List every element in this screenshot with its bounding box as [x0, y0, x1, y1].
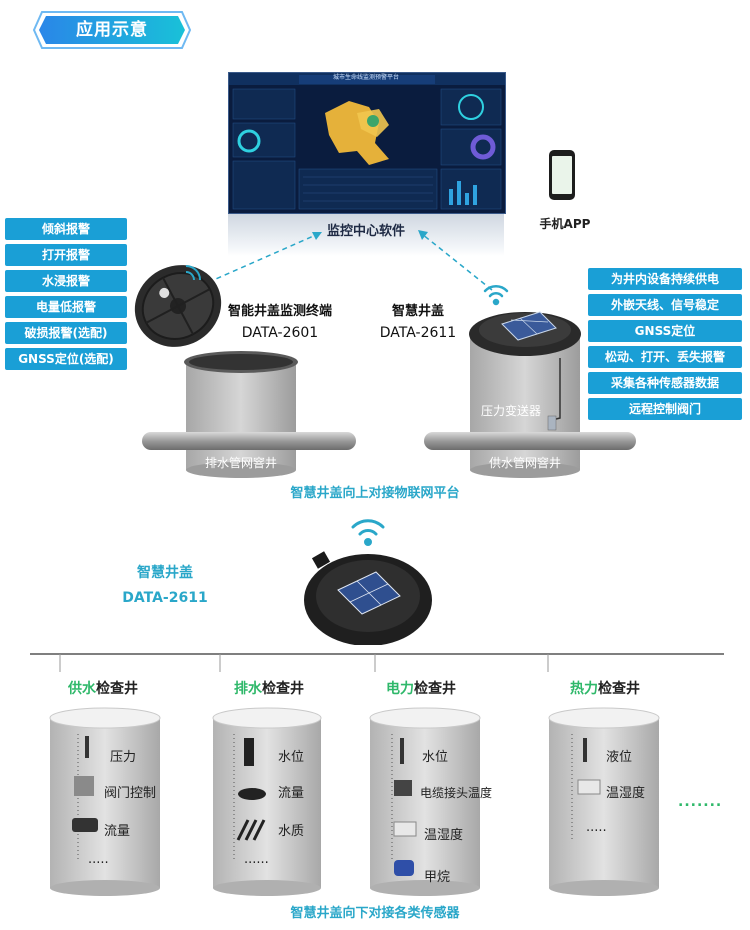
drain-well	[186, 362, 296, 470]
header-banner	[32, 11, 192, 49]
pressure-transmitter-icon	[547, 415, 557, 431]
well-drain-cylinder	[212, 707, 322, 896]
dashboard-graphic	[229, 73, 505, 210]
feature-tag: 外嵌天线、信号稳定	[588, 294, 742, 316]
liquid-level-icon	[583, 738, 587, 762]
water-quality-icon	[236, 819, 266, 841]
humidity-sensor-icon	[577, 779, 601, 795]
top-scene	[134, 230, 636, 478]
middle-device-model: DATA-2611	[122, 590, 208, 606]
device-right-model: DATA-2611	[379, 325, 457, 341]
more-dots: .......	[678, 794, 723, 810]
sensor-label: 水位	[278, 750, 305, 765]
caption-bottom: 智慧井盖向下对接各类传感器	[290, 906, 460, 921]
flow-sensor-icon	[238, 788, 266, 800]
link-arrow-right	[421, 233, 493, 291]
level-probe-icon	[400, 738, 404, 764]
wifi-icon	[351, 519, 385, 546]
well-title-drain: 排水检查井	[234, 681, 304, 697]
sensor-label: 电缆接头温度	[420, 786, 493, 800]
well-heat-cylinder	[548, 707, 660, 896]
feature-tag: 为井内设备持续供电	[588, 268, 742, 290]
well-power-cylinder	[369, 707, 481, 896]
sensor-label: 温湿度	[424, 828, 464, 843]
alarm-tag: 破损报警(选配)	[5, 322, 127, 344]
alarm-tag: GNSS定位(选配)	[5, 348, 127, 370]
device-left-model: DATA-2601	[241, 325, 319, 341]
cable-temp-icon	[394, 780, 412, 796]
middle-cover-graphic	[304, 519, 432, 645]
well-title-supply: 供水检查井	[68, 681, 138, 697]
feature-tag: GNSS定位	[588, 320, 742, 342]
alarm-tag: 水浸报警	[5, 270, 127, 292]
sensor-label: 甲烷	[424, 870, 451, 885]
header-title: 应用示意	[76, 20, 148, 40]
bottom-scene	[30, 653, 724, 896]
supply-well-label: 供水管网窨井	[488, 456, 561, 470]
wifi-icon	[483, 284, 509, 306]
sensor-label: 水位	[422, 750, 449, 765]
pressure-transmitter-label: 压力变送器	[480, 404, 541, 418]
well-title-heat: 热力检查井	[570, 681, 640, 697]
methane-sensor-icon	[394, 860, 414, 876]
sensor-label: 阀门控制	[104, 786, 157, 801]
link-arrow-left	[199, 233, 319, 287]
phone-label: 手机APP	[539, 217, 591, 231]
feature-tag: 采集各种传感器数据	[588, 372, 742, 394]
caption-top: 智慧井盖向上对接物联网平台	[290, 486, 460, 501]
phone-screen	[552, 156, 572, 194]
drain-well-label: 排水管网窨井	[204, 456, 277, 470]
valve-icon	[74, 776, 94, 796]
wifi-icon	[185, 265, 201, 281]
sensor-label: ......	[244, 852, 269, 867]
sensor-label: 流量	[278, 786, 305, 801]
screen-reflection	[228, 214, 504, 256]
sensor-label: 温湿度	[606, 786, 646, 801]
alarm-tag: 倾斜报警	[5, 218, 127, 240]
device-right-name: 智慧井盖	[391, 304, 444, 319]
monitor-label: 监控中心软件	[326, 224, 405, 239]
alarm-tag: 打开报警	[5, 244, 127, 266]
sensor-label: .....	[586, 820, 607, 835]
device-left-name: 智能井盖监测终端	[227, 304, 332, 319]
level-sensor-icon	[244, 738, 254, 766]
feature-tag: 远程控制阀门	[588, 398, 742, 420]
well-title-power: 电力检查井	[386, 681, 456, 697]
pressure-sensor-icon	[85, 736, 89, 758]
sensor-label: 流量	[104, 824, 131, 839]
well-supply-cylinder	[49, 707, 161, 896]
screen-title: 城市生命线监测预警平台	[332, 74, 399, 81]
feature-tag: 松动、打开、丢失报警	[588, 346, 742, 368]
sensor-label: 压力	[110, 750, 137, 765]
flowmeter-icon	[72, 818, 98, 832]
alarm-tag: 电量低报警	[5, 296, 127, 318]
sensor-label: 水质	[278, 824, 305, 839]
middle-device-name: 智慧井盖	[137, 565, 193, 581]
sensor-label: .....	[88, 852, 109, 867]
supply-pipe	[424, 432, 636, 450]
drain-pipe	[142, 432, 356, 450]
sensor-label: 液位	[606, 750, 633, 765]
open-manhole-lid	[134, 265, 222, 347]
humidity-sensor-icon	[393, 821, 417, 837]
monitor-screen	[228, 72, 506, 214]
